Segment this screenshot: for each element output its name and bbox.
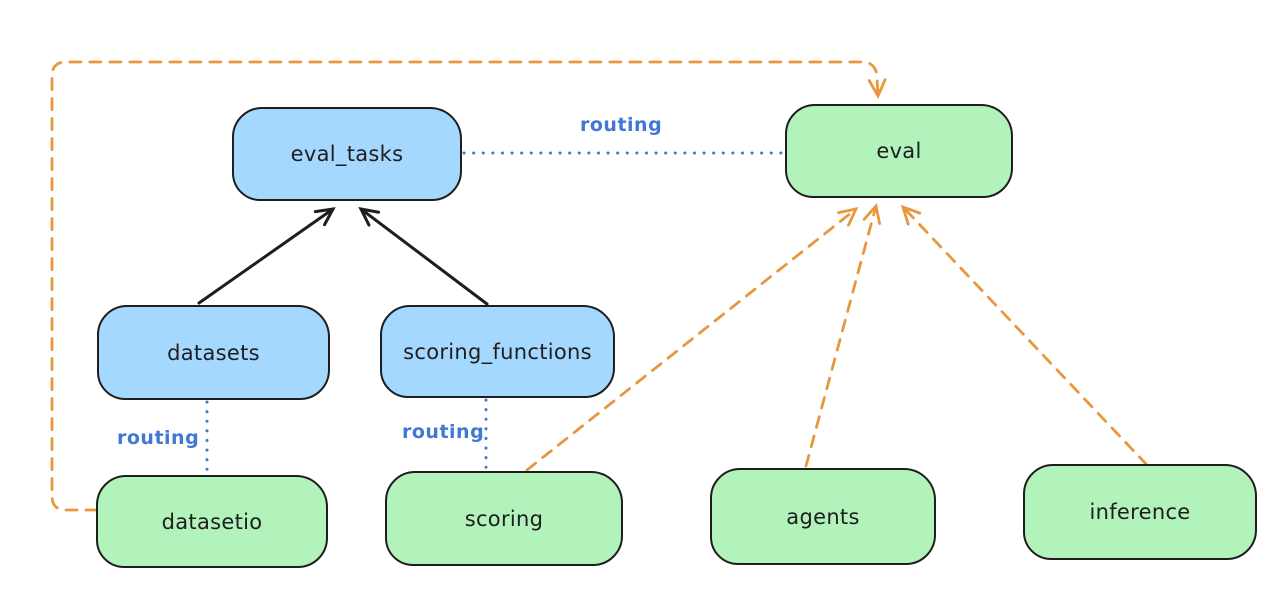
node-eval-tasks-label: eval_tasks (290, 142, 404, 166)
node-scoring-functions: scoring_functions (380, 305, 615, 398)
node-inference: inference (1023, 464, 1257, 560)
node-agents-label: agents (786, 504, 860, 529)
node-eval-tasks: eval_tasks (232, 107, 462, 201)
node-inference-label: inference (1089, 500, 1191, 524)
node-datasets: datasets (97, 305, 330, 400)
node-scoring-functions-label: scoring_functions (403, 339, 592, 364)
node-datasets-label: datasets (167, 340, 260, 365)
edge-scoring-to-eval (525, 207, 859, 472)
routing-label-scoring-functions-scoring: routing (402, 421, 485, 443)
node-eval: eval (785, 104, 1013, 198)
routing-label-datasets-datasetio: routing (117, 427, 200, 449)
edge-agents-to-eval (804, 202, 881, 468)
edge-datasetio-to-eval (50, 60, 887, 512)
node-scoring: scoring (385, 471, 623, 566)
node-scoring-label: scoring (464, 506, 544, 531)
edge-scoring-functions-to-eval-tasks (358, 206, 489, 306)
node-agents: agents (710, 468, 936, 565)
routing-label-eval-tasks-eval: routing (580, 114, 663, 136)
edge-inference-to-eval (900, 204, 1149, 467)
node-eval-label: eval (876, 139, 922, 163)
edge-datasets-to-eval-tasks (197, 207, 336, 305)
node-datasetio-label: datasetio (161, 509, 263, 534)
node-datasetio: datasetio (96, 475, 328, 568)
